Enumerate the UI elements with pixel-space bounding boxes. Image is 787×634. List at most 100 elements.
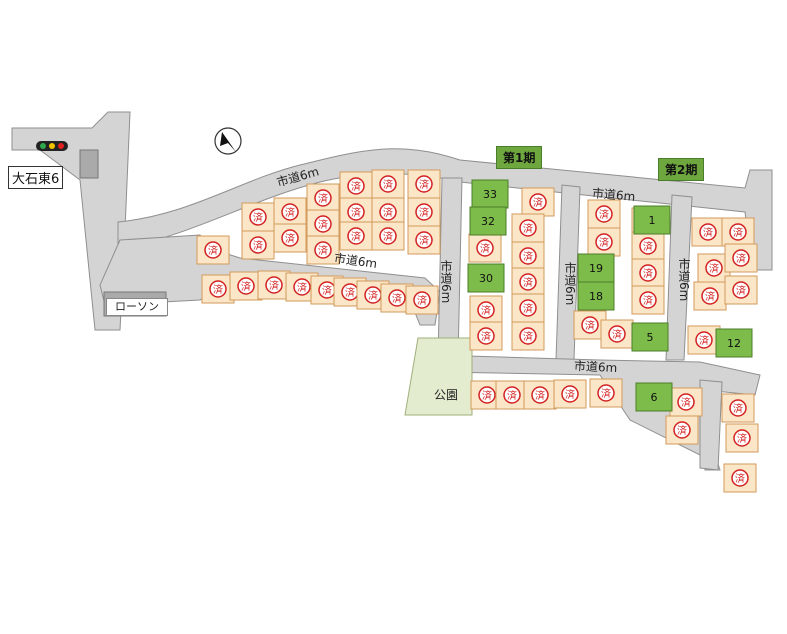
north-arrow-icon	[214, 127, 242, 155]
road-label-lower: 市道6m	[573, 358, 618, 376]
available-lot-18[interactable]	[577, 281, 615, 311]
sold-mark: 済	[599, 236, 609, 249]
available-lot-5[interactable]	[631, 322, 669, 352]
sold-mark: 済	[419, 234, 429, 247]
lot-grid: 済済済済済済済済済済済済済済済済済済済済済済済済済済済済済済済済済済済済済済済済…	[196, 169, 759, 493]
sold-mark: 済	[565, 388, 575, 401]
sold-mark: 済	[733, 402, 743, 415]
sold-mark-circle	[413, 291, 431, 309]
sold-mark: 済	[481, 304, 491, 317]
available-lot-19[interactable]	[577, 253, 615, 283]
phase-2-tag: 第2期	[658, 158, 705, 181]
sold-mark-circle	[388, 289, 406, 307]
sold-mark: 済	[737, 432, 747, 445]
sold-mark: 済	[368, 289, 378, 302]
sold-mark: 済	[419, 206, 429, 219]
sold-mark-circle	[639, 237, 657, 255]
sold-mark-circle	[293, 278, 311, 296]
sold-lot	[665, 415, 699, 445]
available-lot-1[interactable]	[633, 205, 671, 235]
sold-mark-circle	[639, 264, 657, 282]
available-lot-32[interactable]	[469, 206, 507, 236]
sold-mark-circle	[209, 280, 227, 298]
available-lot-12[interactable]	[715, 328, 753, 358]
sold-mark: 済	[523, 302, 533, 315]
sold-mark-circle	[249, 208, 267, 226]
sold-mark-circle	[265, 276, 283, 294]
sold-mark: 済	[703, 226, 713, 239]
sold-mark-circle	[249, 236, 267, 254]
sold-mark: 済	[733, 226, 743, 239]
available-lot-label: 1	[649, 214, 656, 227]
sold-mark-circle	[415, 231, 433, 249]
sold-mark-circle	[281, 203, 299, 221]
sold-mark-circle	[729, 399, 747, 417]
traffic-signal-icon	[36, 141, 68, 151]
sold-mark: 済	[241, 280, 251, 293]
sold-mark: 済	[599, 208, 609, 221]
sold-mark-circle	[237, 277, 255, 295]
sold-mark: 済	[507, 389, 517, 402]
sold-mark-circle	[519, 219, 537, 237]
sold-mark-circle	[699, 223, 717, 241]
sold-mark: 済	[535, 389, 545, 402]
sold-mark-circle	[379, 203, 397, 221]
sold-mark: 済	[643, 240, 653, 253]
sold-mark: 済	[736, 284, 746, 297]
sold-mark-circle	[595, 205, 613, 223]
sold-mark-circle	[476, 239, 494, 257]
sold-mark-circle	[347, 177, 365, 195]
sold-mark-circle	[595, 233, 613, 251]
sold-mark-circle	[204, 241, 222, 259]
available-lot-33[interactable]	[471, 179, 509, 209]
road-label-vertical-2: 市道6m	[563, 262, 577, 306]
sold-mark-circle	[314, 215, 332, 233]
sold-mark: 済	[417, 294, 427, 307]
sold-mark: 済	[253, 239, 263, 252]
sold-mark-circle	[695, 331, 713, 349]
sold-mark: 済	[523, 276, 533, 289]
sold-mark-circle	[732, 249, 750, 267]
sold-mark: 済	[318, 244, 328, 257]
available-lot-label: 18	[589, 290, 603, 303]
sold-mark-circle	[733, 429, 751, 447]
park-area	[404, 337, 473, 416]
sold-mark-circle	[503, 386, 521, 404]
sold-mark: 済	[699, 334, 709, 347]
sold-mark: 済	[533, 196, 543, 209]
available-lot-30[interactable]	[467, 263, 505, 293]
sold-mark: 済	[383, 206, 393, 219]
available-lot-label: 6	[651, 391, 658, 404]
sold-mark-circle	[677, 393, 695, 411]
available-lot-6[interactable]	[635, 382, 673, 412]
sold-mark-circle	[519, 299, 537, 317]
available-lot-label: 32	[481, 215, 495, 228]
sold-mark: 済	[213, 283, 223, 296]
sold-mark-circle	[561, 385, 579, 403]
sold-mark-circle	[347, 227, 365, 245]
sold-mark-circle	[281, 229, 299, 247]
sold-mark: 済	[523, 250, 533, 263]
sold-mark: 済	[345, 286, 355, 299]
road-label-upper: 市道6m	[591, 186, 636, 204]
sold-mark-circle	[701, 287, 719, 305]
sold-mark: 済	[681, 396, 691, 409]
sold-mark: 済	[269, 279, 279, 292]
sold-mark: 済	[297, 281, 307, 294]
sold-mark-circle	[529, 193, 547, 211]
sold-mark-circle	[415, 175, 433, 193]
sold-mark: 済	[351, 206, 361, 219]
sold-mark-circle	[729, 223, 747, 241]
sold-mark: 済	[481, 330, 491, 343]
sold-mark-circle	[519, 327, 537, 345]
sold-mark-circle	[478, 386, 496, 404]
sold-mark-circle	[639, 291, 657, 309]
sold-mark: 済	[351, 180, 361, 193]
available-lot-label: 12	[727, 337, 741, 350]
building-icon	[79, 149, 99, 179]
sold-lot	[201, 274, 235, 304]
sold-mark: 済	[482, 389, 492, 402]
sold-mark: 済	[285, 232, 295, 245]
sold-mark: 済	[285, 206, 295, 219]
